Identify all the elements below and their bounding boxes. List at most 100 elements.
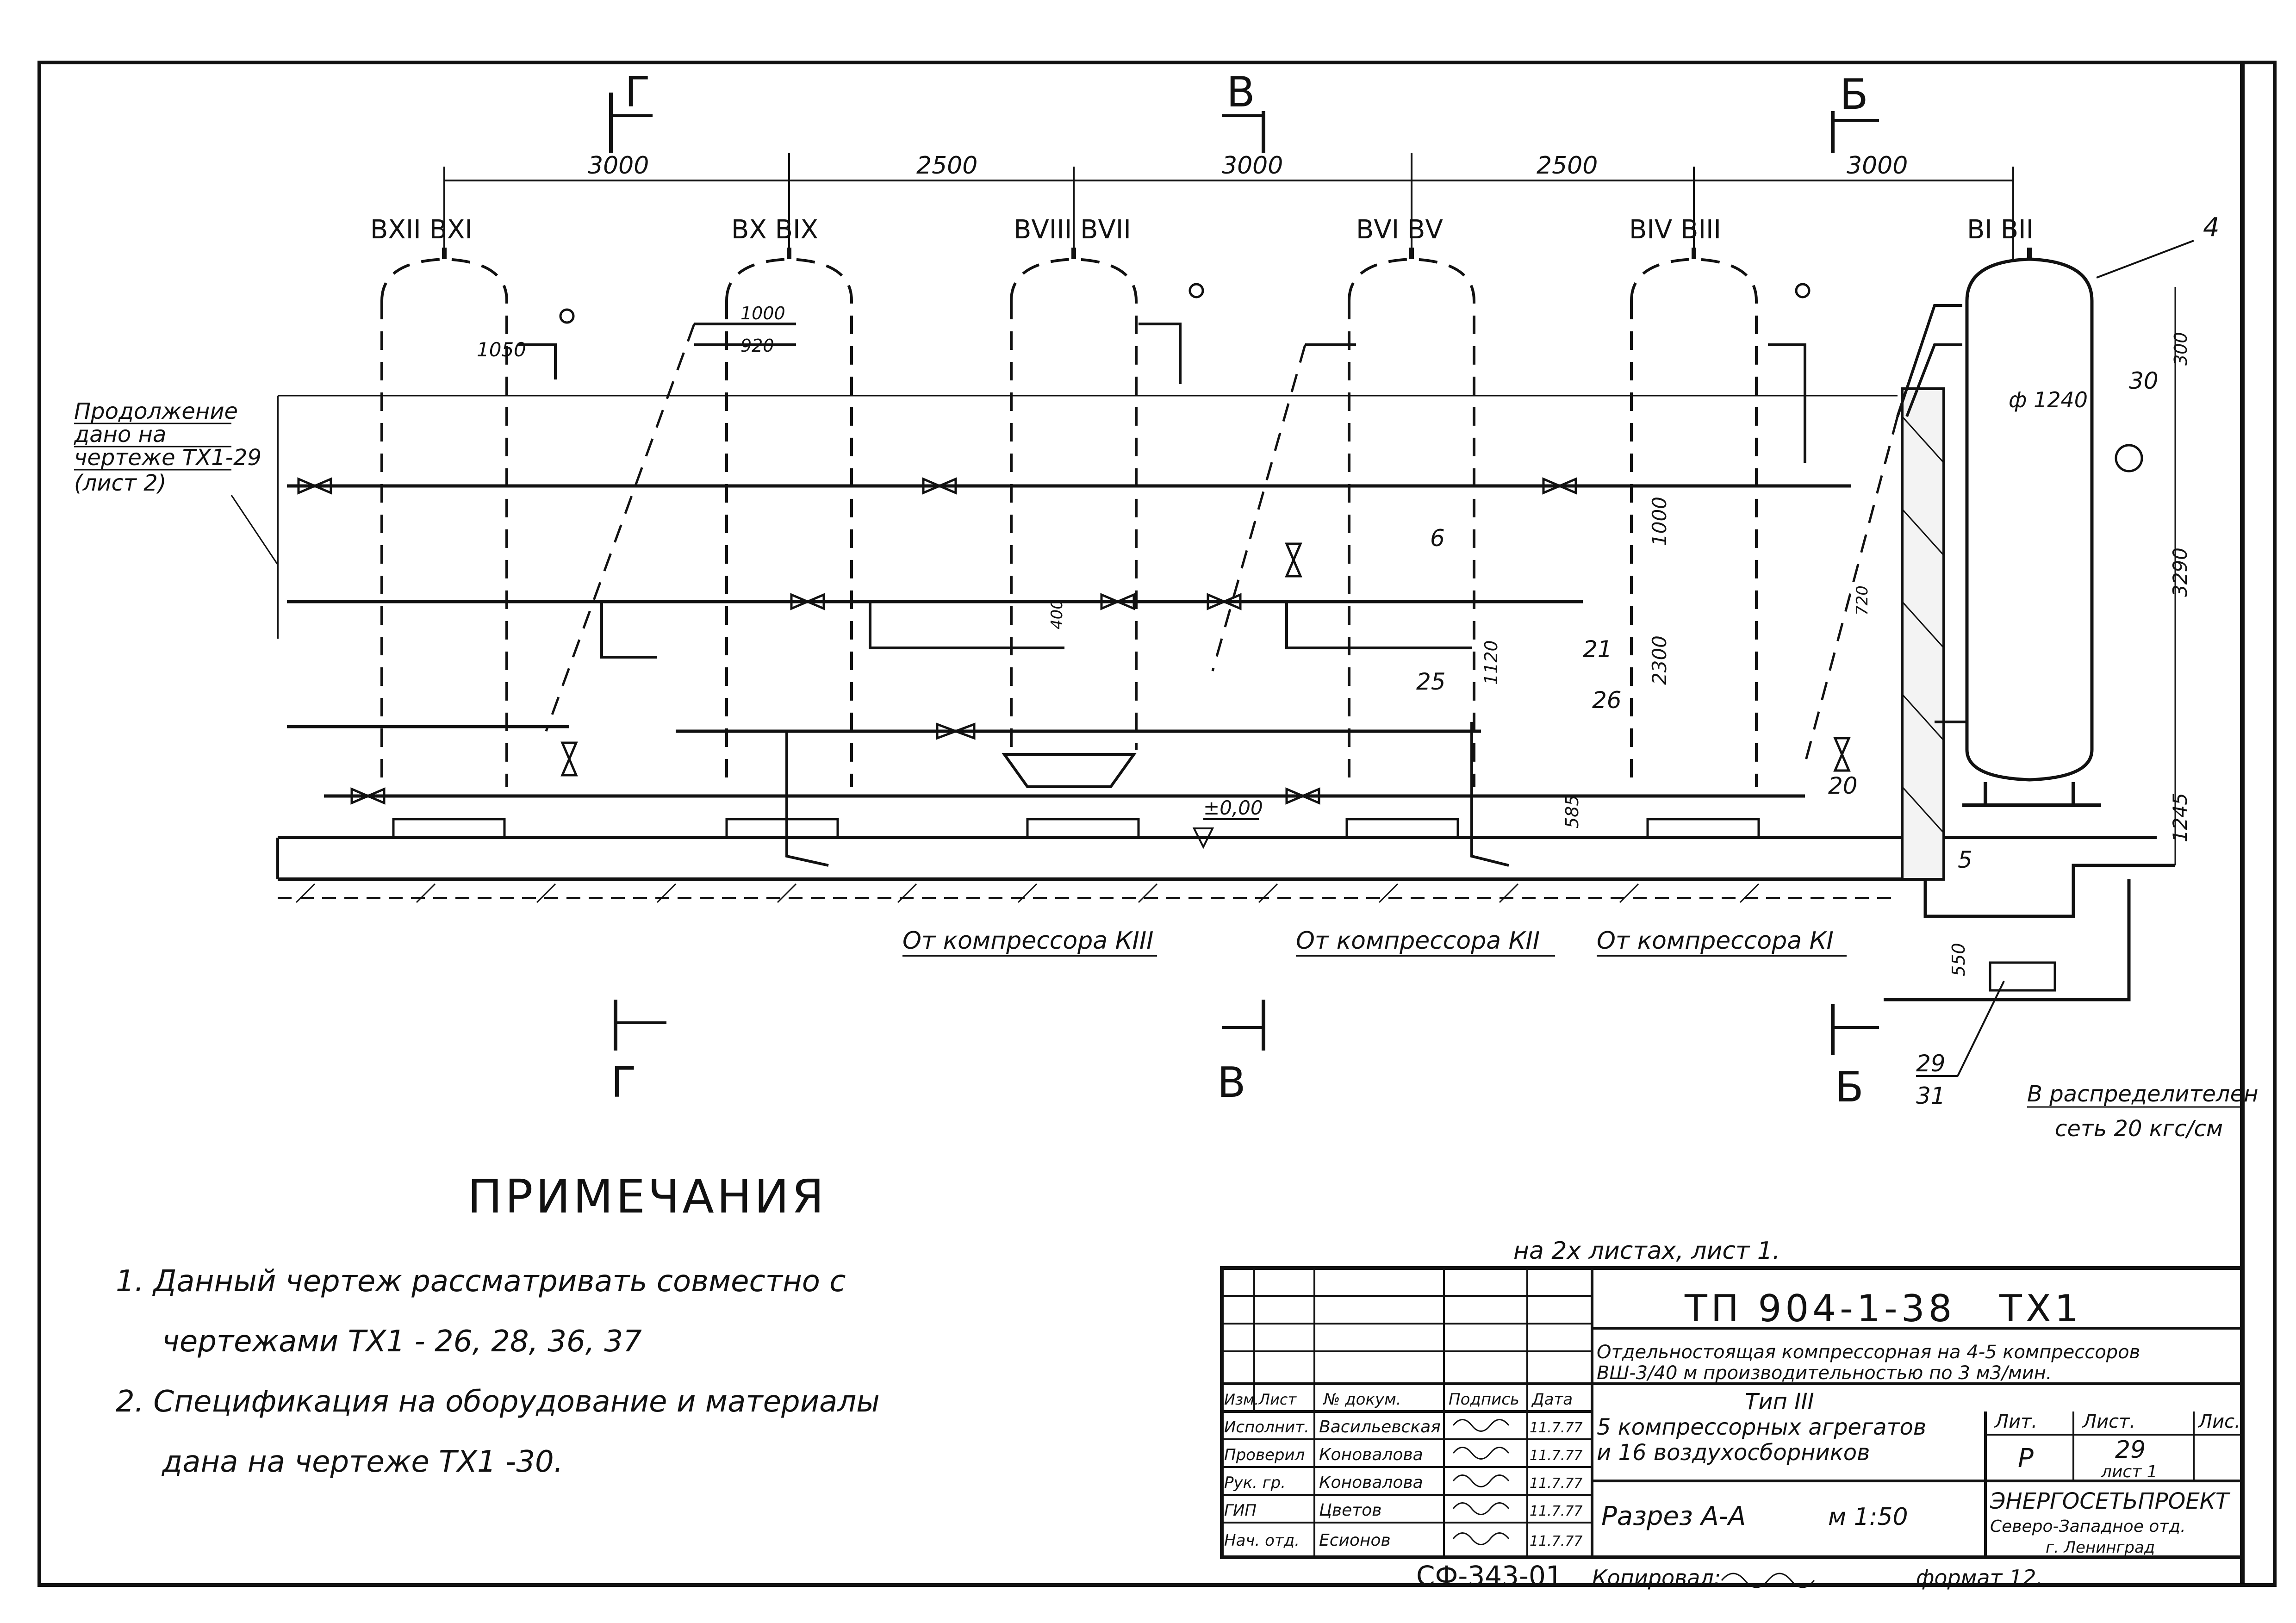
footer-copied: Копировал: — [1592, 1565, 1721, 1590]
air-receiver-1 — [380, 248, 508, 787]
row-2-name: Коновалова — [1319, 1445, 1423, 1464]
title-block: на 2х листах, лист 1. ТП 904-1-38 ТХ1 От… — [1220, 1237, 2244, 1559]
callout-26: 26 — [1592, 687, 1622, 714]
dim-1120: 1120 — [1481, 640, 1501, 685]
valve-13 — [1285, 787, 1320, 805]
col-header-izm: Изм. — [1224, 1391, 1259, 1408]
scale: м 1:50 — [1828, 1503, 1908, 1531]
svg-text:Продолжение: Продолжение — [74, 398, 238, 424]
top-dimension-chain: 3000 2500 3000 2500 3000 — [443, 152, 2014, 259]
description-2: ВШ-3/40 м производительностью по 3 м3/ми… — [1597, 1362, 2052, 1384]
dim-1245: 1245 — [2169, 793, 2191, 842]
dim-920: 920 — [740, 336, 774, 356]
signatures — [1452, 1419, 1510, 1545]
vessel-label-3: ВVIII ВVII — [1014, 215, 1131, 245]
air-receiver-3 — [1010, 248, 1138, 750]
vessel-label-5: ВIV ВIII — [1629, 215, 1721, 245]
section-name: Разрез А-А — [1601, 1501, 1746, 1531]
vessel-label-6: ВI ВII — [1967, 215, 2034, 245]
list-sub: лист 1 — [2101, 1462, 2158, 1481]
valve-24 — [1207, 593, 1242, 610]
top-dim-1: 3000 — [588, 152, 649, 180]
vessel-label-2: ВX ВIX — [731, 215, 818, 245]
dim-720: 720 — [1853, 585, 1872, 616]
dim-1000: 1000 — [740, 303, 785, 323]
sheets-note: на 2х листах, лист 1. — [1513, 1237, 1780, 1265]
section-mark-b-bottom: Б — [1831, 1004, 1879, 1112]
pipelines — [287, 304, 1967, 867]
col-header-list: Лист — [1258, 1391, 1297, 1408]
air-receiver-4 — [1348, 248, 1475, 787]
row-4-name: Цветов — [1319, 1501, 1382, 1520]
distribution-note: В распределителен сеть 20 кгс/см — [2027, 1081, 2259, 1142]
section-mark-v-top: В — [1222, 68, 1265, 153]
svg-text:(лист 2): (лист 2) — [74, 470, 166, 496]
callout-31: 31 — [1916, 1082, 1946, 1109]
svg-text:От компрессора КII: От компрессора КII — [1296, 927, 1540, 955]
org-1: ЭНЕРГОСЕТЬПРОЕКТ — [1990, 1488, 2231, 1514]
svg-text:дано на: дано на — [74, 422, 166, 448]
valve-2 — [1833, 737, 1851, 772]
drain-pit — [1989, 961, 2056, 992]
lit-header: Лит. — [1994, 1411, 2037, 1432]
callout-30: 30 — [2129, 367, 2159, 394]
level-zero: ±0,00 — [1203, 796, 1263, 819]
section-letter-v-top: В — [1226, 68, 1255, 117]
valve-38 — [560, 741, 578, 777]
callout-6: 6 — [1430, 525, 1445, 552]
sheet-frame — [37, 61, 2277, 1587]
footer-signature — [1721, 1573, 1815, 1588]
top-dim-3: 3000 — [1222, 152, 1283, 180]
section-letter-b-top: Б — [1840, 70, 1868, 119]
svg-text:От компрессора КI: От компрессора КI — [1597, 927, 1834, 955]
doc-suffix: ТХ1 — [1999, 1287, 2082, 1330]
vessel-label-4: ВVI ВV — [1356, 215, 1443, 245]
row-3-date: 11.7.77 — [1530, 1475, 1583, 1492]
type-line: Тип III — [1745, 1389, 1814, 1415]
row-2-role: Проверил — [1224, 1446, 1305, 1464]
row-1-name: Васильевская — [1319, 1418, 1441, 1436]
row-5-role: Нач. отд. — [1224, 1531, 1300, 1550]
section-letter-b-bottom: Б — [1835, 1063, 1864, 1112]
note-2-cont: дана на чертеже ТХ1 -30. — [162, 1445, 563, 1479]
section-letter-v-bottom: В — [1217, 1058, 1246, 1107]
valve-57 — [936, 722, 976, 740]
compressor-labels: От компрессора КIII От компрессора КII О… — [902, 927, 1847, 957]
row-2-date: 11.7.77 — [1530, 1448, 1583, 1464]
valve-25-11 — [1542, 477, 1577, 495]
note-1-cont: чертежами ТХ1 - 26, 28, 36, 37 — [162, 1325, 642, 1359]
valve-39 — [297, 477, 332, 495]
valve-41 — [350, 787, 386, 805]
notes-block: ПРИМЕЧАНИЯ 1. Данный чертеж рассматриват… — [116, 1169, 880, 1479]
lis-header: Лис. — [2197, 1411, 2240, 1432]
dim-3290: 3290 — [2169, 547, 2191, 597]
svg-text:сеть 20 кгс/см: сеть 20 кгс/см — [2055, 1116, 2223, 1142]
svg-text:чертеже ТХ1-29: чертеже ТХ1-29 — [74, 445, 261, 471]
notes-title: ПРИМЕЧАНИЯ — [467, 1169, 827, 1224]
note-2: 2. Спецификация на оборудование и матери… — [116, 1385, 880, 1419]
valve-21 — [922, 477, 957, 495]
section-letter-g-top: Г — [625, 68, 650, 117]
lit-value: Р — [2018, 1443, 2034, 1474]
dim-400: 400 — [1048, 599, 1066, 629]
org-2: Северо-Западное отд. — [1990, 1517, 2186, 1536]
top-dim-2: 2500 — [916, 152, 977, 180]
dim-550: 550 — [1948, 943, 1969, 976]
list-value: 29 — [2115, 1436, 2146, 1464]
air-receiver-2 — [725, 248, 853, 787]
footer-code: СФ-343-01 — [1416, 1560, 1563, 1592]
section-mark-v-bottom: В — [1217, 1000, 1265, 1107]
footer-format: формат 12. — [1916, 1565, 2043, 1590]
wall-section — [1901, 387, 1945, 881]
row-5-date: 11.7.77 — [1530, 1533, 1583, 1549]
callout-25: 25 — [1416, 668, 1446, 695]
dim-2300: 2300 — [1648, 635, 1671, 685]
units-line-2: и 16 воздухосборников — [1597, 1440, 1870, 1466]
callout-20: 20 — [1828, 772, 1858, 799]
top-dim-5: 3000 — [1847, 152, 1908, 180]
valve-25b — [1100, 593, 1135, 610]
dim-1050: 1050 — [477, 338, 526, 361]
callout-29: 29 — [1916, 1050, 1946, 1077]
row-5-name: Есионов — [1319, 1531, 1391, 1550]
